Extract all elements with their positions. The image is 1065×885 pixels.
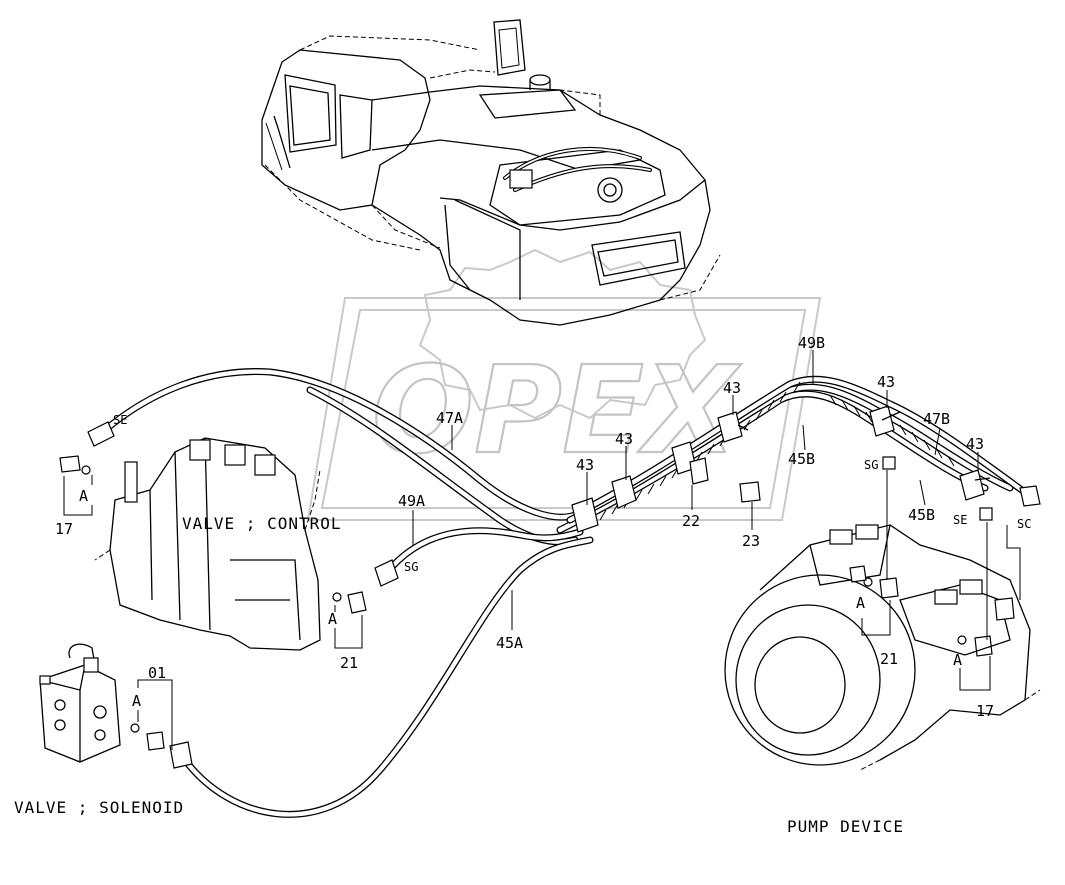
callout-A-5: A xyxy=(953,651,962,669)
callout-17-b: 17 xyxy=(976,702,994,720)
port-se-2: SE xyxy=(953,513,967,527)
callout-21-a: 21 xyxy=(340,654,358,672)
label-valve-control: VALVE ; CONTROL xyxy=(182,514,342,533)
port-labels: SE SE SG SG SC xyxy=(113,413,1031,574)
callout-43-b: 43 xyxy=(877,373,895,391)
callout-23: 23 xyxy=(742,532,760,550)
callout-A-2: A xyxy=(328,610,337,628)
callout-A-4: A xyxy=(856,594,865,612)
label-pump-device: PUMP DEVICE xyxy=(787,817,904,836)
leader-lines xyxy=(63,350,1021,750)
callout-A-3: A xyxy=(132,692,141,710)
solenoid-valve-illustration xyxy=(39,643,121,763)
callout-49B: 49B xyxy=(798,334,825,352)
control-valve-illustration xyxy=(94,437,321,651)
hose-runs xyxy=(94,368,1034,818)
callout-49A: 49A xyxy=(398,492,425,510)
callout-22: 22 xyxy=(682,512,700,530)
callout-A-1: A xyxy=(79,487,88,505)
port-sc-1: SC xyxy=(1017,517,1031,531)
component-labels: VALVE ; CONTROL VALVE ; SOLENOID PUMP DE… xyxy=(14,514,904,836)
pump-device-illustration xyxy=(724,524,1041,771)
excavator-illustration xyxy=(261,19,721,326)
callout-45B-b: 45B xyxy=(908,506,935,524)
fittings xyxy=(59,421,1041,769)
callout-labels: 49B 43 43 43 43 43 47A 47B 45B 45B 49A 4… xyxy=(55,334,994,720)
callout-43-a: 43 xyxy=(723,379,741,397)
port-sg-2: SG xyxy=(864,458,878,472)
callout-01: 01 xyxy=(148,664,166,682)
callout-43-e: 43 xyxy=(576,456,594,474)
callout-47B: 47B xyxy=(923,410,950,428)
callout-17-a: 17 xyxy=(55,520,73,538)
port-se-1: SE xyxy=(113,413,127,427)
watermark: OPEX xyxy=(306,248,822,521)
port-sg-1: SG xyxy=(404,560,418,574)
callout-21-b: 21 xyxy=(880,650,898,668)
callout-45B-a: 45B xyxy=(788,450,815,468)
clamps xyxy=(571,405,991,533)
callout-45A: 45A xyxy=(496,634,523,652)
callout-43-c: 43 xyxy=(966,435,984,453)
callout-47A: 47A xyxy=(436,409,463,427)
label-valve-solenoid: VALVE ; SOLENOID xyxy=(14,798,184,817)
callout-43-d: 43 xyxy=(615,430,633,448)
